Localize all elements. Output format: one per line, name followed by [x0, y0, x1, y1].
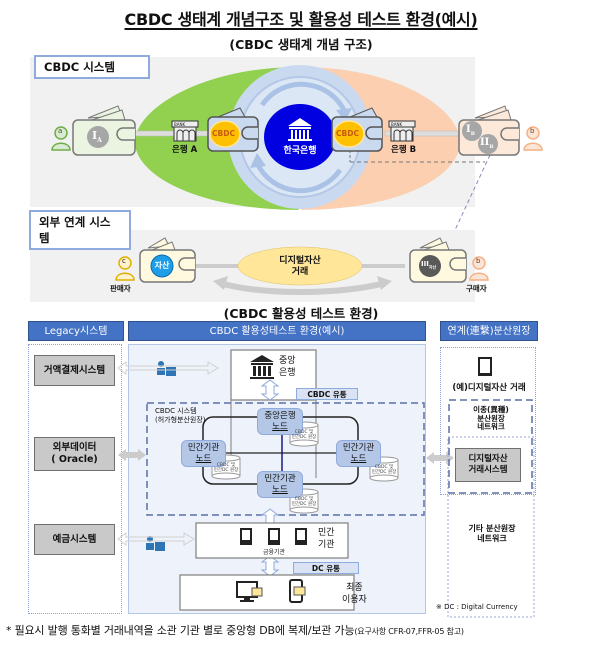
dc-footnote: ※ DC : Digital Currency	[436, 603, 518, 611]
linked-container	[440, 347, 536, 495]
legacy-system-large-payment[interactable]: 거액결제시스템	[34, 355, 115, 386]
wallet-a-icon	[72, 105, 136, 156]
bank-b-label: 은행 B	[391, 145, 417, 155]
exchange-flow-arrow	[219, 280, 386, 295]
cbdc-system-text: CBDC 시스템(허가형분산원장)	[155, 407, 206, 424]
operator-icon-bottom	[146, 536, 165, 551]
wallet-c-coin-label: III자산	[421, 260, 437, 270]
user-a-label: a	[58, 127, 63, 135]
bank-b-sign: BANK	[391, 122, 403, 127]
legacy-arrow-bottom	[117, 532, 195, 546]
bank-a-icon	[171, 120, 199, 142]
digital-asset-exchange-label: (예)디지털자산 거래	[452, 383, 526, 393]
user-a-icon	[51, 126, 71, 151]
bank-b-cbdc-wallet-icon	[331, 107, 383, 152]
user-c-label: c	[122, 257, 126, 265]
bank-a-sign: BANK	[174, 122, 186, 127]
operator-icon-top	[157, 361, 176, 376]
cbdc-flow-tag: CBDC 유통	[296, 388, 358, 400]
circulation-arrow-bottom	[254, 161, 343, 194]
bank-b-icon	[388, 120, 416, 142]
wallet-seller-icon	[139, 237, 196, 283]
cbdc-system-dashed-box	[146, 402, 425, 516]
linked-arrow	[426, 452, 454, 464]
wallet-b-coin1-label: IB	[466, 124, 475, 137]
cbdc-flow-arrow	[260, 379, 280, 401]
user-b-label: b	[530, 127, 535, 135]
footnote: * 필요시 발행 통화별 거래내역을 소관 기관 별로 중앙형 DB에 복제/보…	[6, 624, 464, 637]
concept-diagram	[51, 65, 543, 295]
bank-a-label: 은행 A	[172, 145, 198, 155]
linked-header: 연계(連繫)분산원장	[440, 321, 538, 341]
user-buyer-icon	[469, 256, 489, 281]
wallet-b-icon	[458, 105, 520, 156]
cbdc-coin-a: CBDC	[212, 129, 235, 138]
exchange-ellipse	[237, 246, 363, 286]
central-bank-building-icon	[250, 355, 274, 379]
concept-heading: (CBDC 생태계 개념 구조)	[229, 37, 373, 52]
wallet-buyer-icon	[409, 237, 467, 283]
mobile-icon	[289, 579, 306, 603]
central-bank-icon	[288, 118, 312, 141]
test-env-heading: (CBDC 활용성 테스트 환경)	[223, 306, 379, 321]
test-env-header: CBDC 활용성테스트 환경(예시)	[128, 321, 426, 341]
wallet-a-coin-label: IA	[92, 129, 102, 145]
end-user-box	[179, 574, 355, 611]
circulation-arrow-top	[259, 81, 348, 114]
bank-a-cbdc-wallet-icon	[207, 107, 259, 152]
desktop-icon	[236, 581, 263, 602]
asset-coin-label: 자산	[154, 261, 170, 270]
legacy-arrow-top	[117, 361, 219, 375]
page-title: CBDC 생태계 개념구조 및 활용성 테스트 환경(예시)	[124, 10, 478, 29]
seller-label: 판매자	[110, 284, 131, 293]
user-buyer-letter: b	[476, 257, 481, 265]
user-c-icon	[115, 256, 135, 281]
dc-flow-tag: DC 유통	[293, 562, 359, 574]
cbdc-coin-b: CBDC	[336, 129, 359, 138]
dc-flow-arrow	[260, 555, 280, 577]
central-bank-label: 한국은행	[283, 146, 317, 156]
legacy-system-deposit[interactable]: 예금시스템	[34, 524, 115, 555]
user-b-icon	[523, 126, 543, 151]
cbdc-system-label: CBDC 시스템	[34, 55, 150, 79]
legacy-system-oracle[interactable]: 외부데이터( Oracle)	[34, 437, 115, 471]
legacy-header: Legacy시스템	[28, 321, 124, 341]
oracle-arrow	[118, 449, 146, 461]
other-network-dotted-box	[447, 436, 535, 618]
wallet-b-coin2-label: IIB	[480, 137, 494, 150]
buyer-label: 구매자	[466, 284, 487, 293]
financial-inst-label: 금융기관	[263, 549, 286, 556]
external-system-label: 외부 연계 시스템	[29, 210, 131, 250]
legacy-container	[28, 344, 122, 614]
